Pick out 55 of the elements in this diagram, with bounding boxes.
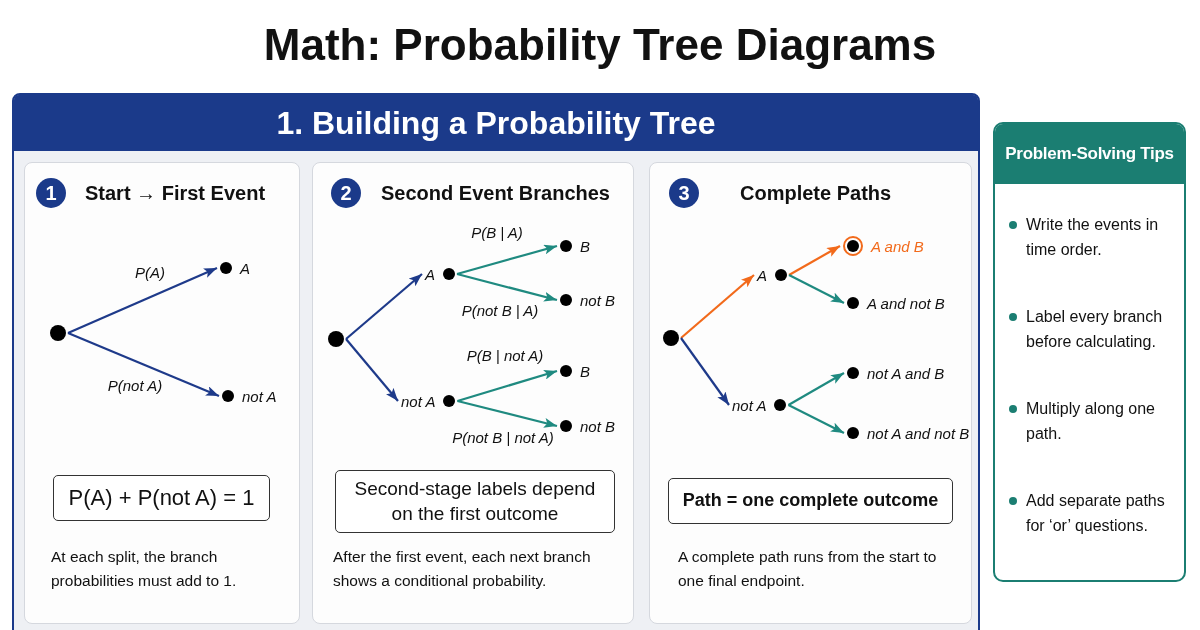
branch-arrow bbox=[680, 337, 730, 406]
outcome-label: not B bbox=[580, 291, 616, 309]
outcome-label: A bbox=[240, 259, 250, 277]
tip-text: Add separate paths for ‘or’ questions. bbox=[1026, 491, 1166, 536]
tip-text: Write the events in time order. bbox=[1026, 215, 1160, 260]
outcome-label: B bbox=[580, 237, 590, 255]
box-text: Path = one complete outcome bbox=[682, 489, 939, 513]
formula-box bbox=[668, 478, 953, 524]
card-note: At each split, the branch probabilities must add to 1. bbox=[51, 547, 238, 591]
section-panel bbox=[12, 93, 980, 630]
branch-arrow bbox=[67, 332, 220, 397]
outcome-label: A bbox=[425, 265, 435, 283]
outcome-label: A and B bbox=[871, 237, 924, 255]
branch-arrow bbox=[787, 404, 845, 434]
tip-text: Multiply along one path. bbox=[1026, 399, 1156, 444]
outcome-label: not A bbox=[401, 392, 436, 410]
box-text: Second-stage labels depend on the first outcome bbox=[353, 476, 597, 526]
section-header: 1. Building a Probability Tree bbox=[14, 95, 978, 151]
step-card bbox=[312, 162, 634, 624]
card-note: A complete path runs from the start to one final endpoint. bbox=[678, 547, 938, 591]
outcome-label: not B bbox=[580, 417, 616, 435]
branch-arrow bbox=[788, 274, 845, 304]
step-number-badge: 2 bbox=[331, 178, 361, 208]
box-text: P(A) + P(not A) = 1 bbox=[68, 483, 255, 512]
step-card bbox=[649, 162, 972, 624]
tips-header: Problem-Solving Tips bbox=[995, 124, 1184, 184]
outcome-label: not A and B bbox=[867, 364, 945, 382]
step-card bbox=[24, 162, 300, 624]
branch-arrow bbox=[787, 372, 845, 406]
tip-text: Label every branch before calculating. bbox=[1026, 307, 1164, 352]
step-number-badge: 1 bbox=[36, 178, 66, 208]
branch-arrow bbox=[345, 338, 399, 402]
outcome-label: not A bbox=[242, 387, 277, 405]
step-number-badge: 3 bbox=[669, 178, 699, 208]
outcome-label: not A bbox=[732, 396, 767, 414]
card-heading: Complete Paths bbox=[740, 181, 892, 205]
branch-arrow bbox=[67, 267, 218, 334]
branch-arrow bbox=[345, 273, 423, 340]
outcome-label: A and not B bbox=[867, 294, 945, 312]
formula-box bbox=[335, 470, 615, 533]
outcome-label: not A and not B bbox=[867, 424, 970, 442]
branch-arrow bbox=[788, 245, 841, 276]
formula-box bbox=[53, 475, 270, 521]
tips-panel bbox=[993, 122, 1186, 582]
branch-arrow bbox=[456, 244, 558, 276]
page-title: Math: Probability Tree Diagrams bbox=[262, 19, 938, 71]
branch-arrow bbox=[457, 369, 558, 403]
outcome-label: A bbox=[757, 266, 767, 284]
card-note: After the first event, each next branch shows a conditional probability. bbox=[333, 547, 592, 591]
branch-arrow bbox=[456, 272, 558, 302]
card-heading: Second Event Branches bbox=[381, 181, 610, 205]
branch-arrow bbox=[680, 274, 755, 339]
card-heading: Start → First Event bbox=[85, 181, 266, 205]
branch-arrow bbox=[457, 399, 558, 428]
outcome-label: B bbox=[580, 362, 590, 380]
